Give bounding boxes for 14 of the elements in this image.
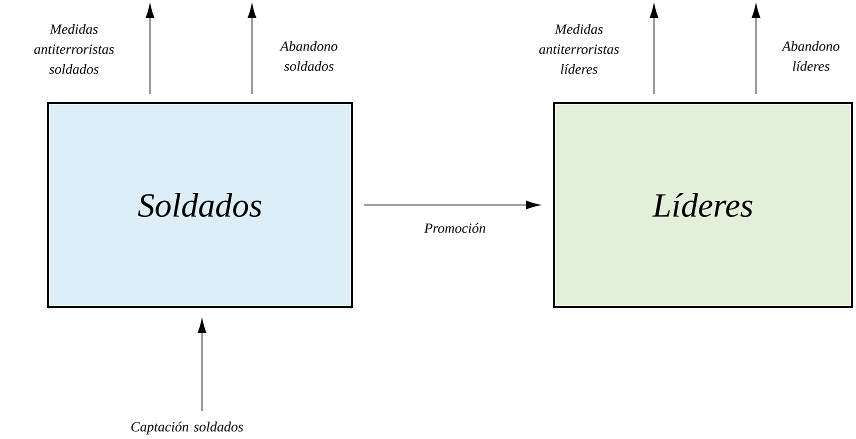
- edge-label: Medidas antiterroristas soldados: [34, 24, 114, 74]
- edge-label: Captación soldados: [131, 422, 243, 434]
- arrow: [752, 4, 760, 94]
- edge-label: Promoción: [424, 223, 486, 233]
- arrow: [146, 4, 154, 94]
- box: Líderes: [553, 102, 853, 308]
- arrow: [650, 4, 658, 94]
- arrow: [198, 318, 206, 412]
- arrow: [248, 4, 256, 94]
- edge-label: Abandono soldados: [279, 41, 338, 71]
- edge-label: Abandono líderes: [781, 41, 840, 71]
- edge-label: Medidas antiterroristas líderes: [539, 24, 619, 74]
- arrow: [364, 200, 540, 210]
- box: Soldados: [47, 102, 353, 308]
